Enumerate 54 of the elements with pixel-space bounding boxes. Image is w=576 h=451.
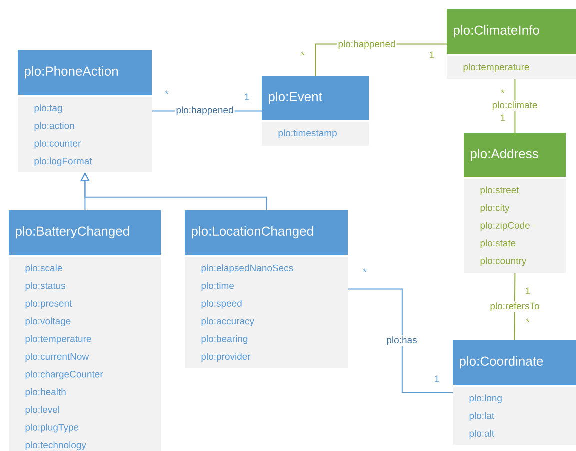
class-header: plo:Event [262, 76, 369, 120]
edge-label: plo:happened [337, 40, 397, 50]
attribute-text: plo:lat [470, 412, 494, 422]
multiplicity-label: 1 [435, 376, 440, 382]
attribute-text: plo:tag [34, 104, 62, 114]
attribute-text: plo:plugType [26, 424, 79, 433]
attribute-text: plo:street [480, 186, 520, 196]
attribute-text: plo:technology [26, 442, 86, 450]
edge-label: plo:has [386, 336, 418, 346]
class-header: plo:BatteryChanged [9, 210, 161, 255]
attribute-text: plo:city [480, 204, 510, 214]
attribute-text: plo:chargeCounter [26, 370, 104, 380]
attribute-text: plo:alt [470, 430, 494, 439]
class-header: plo:PhoneAction [18, 50, 152, 95]
edge-label: plo:happened [175, 106, 235, 116]
attribute-text: plo:elapsedNanoSecs [202, 264, 294, 274]
attribute-text: plo:time [202, 282, 234, 292]
attribute-text: plo:logFormat [34, 158, 92, 167]
multiplicity-label: * [526, 318, 530, 322]
attribute-text: plo:timestamp [278, 130, 337, 138]
class-header: plo:LocationChanged [185, 210, 348, 255]
attribute-text: plo:zipCode [480, 222, 530, 231]
attribute-text: plo:scale [26, 264, 62, 274]
attribute-text: plo:country [480, 257, 527, 266]
multiplicity-label: 1 [430, 52, 434, 58]
class-header: plo:Address [464, 133, 566, 177]
multiplicity-label: * [165, 90, 169, 94]
attribute-text: plo:temperature [464, 64, 530, 72]
multiplicity-label: 1 [245, 94, 250, 100]
attribute-text: plo:voltage [26, 318, 71, 327]
attribute-text: plo:bearing [202, 335, 248, 344]
class-header: plo:ClimateInfo [447, 9, 576, 54]
attribute-text: plo:present [26, 300, 72, 309]
attribute-text: plo:state [480, 240, 516, 249]
multiplicity-label: 1 [526, 288, 530, 294]
multiplicity-label: * [363, 268, 367, 272]
attribute-text: plo:speed [202, 300, 242, 309]
attribute-text: plo:status [26, 282, 66, 292]
attribute-text: plo:long [470, 394, 502, 404]
association-line [348, 288, 454, 394]
multiplicity-label: * [301, 52, 305, 56]
edge-label: plo:climate [491, 100, 539, 112]
multiplicity-label: * [501, 90, 505, 94]
attribute-text: plo:counter [34, 140, 82, 149]
attribute-text: plo:level [26, 406, 60, 416]
edge-label: plo:refersTo [489, 302, 541, 312]
attribute-text: plo:accuracy [202, 318, 254, 327]
attribute-text: plo:temperature [26, 335, 92, 344]
attribute-text: plo:provider [202, 353, 251, 362]
class-header: plo:Coordinate [453, 340, 576, 385]
attribute-text: plo:health [26, 388, 66, 398]
attribute-text: plo:currentNow [26, 353, 90, 362]
multiplicity-label: 1 [501, 114, 506, 122]
attribute-text: plo:action [34, 122, 74, 132]
